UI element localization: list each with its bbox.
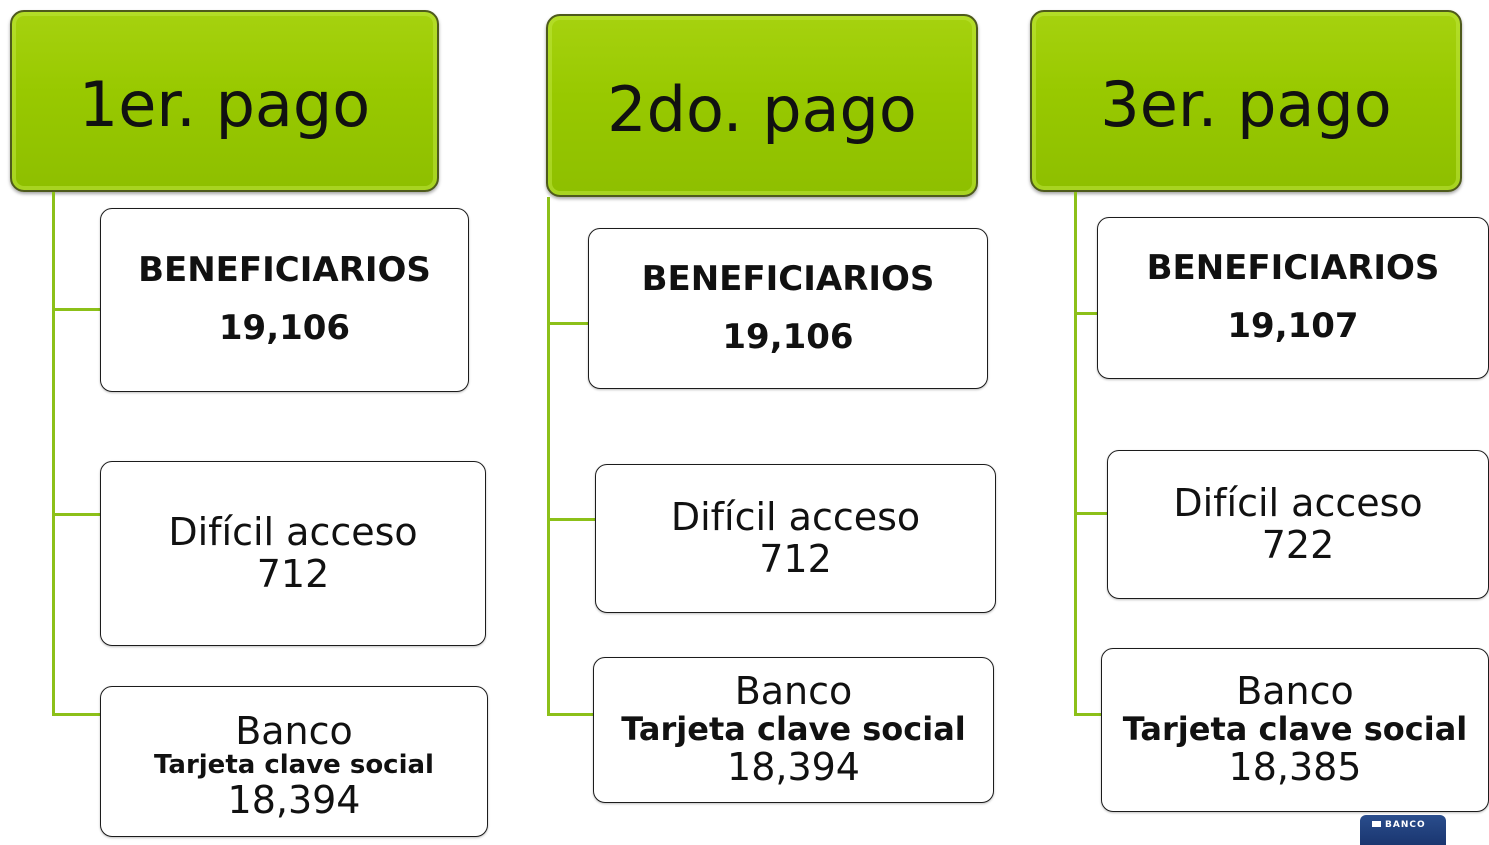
beneficiarios-label: BENEFICIARIOS (138, 250, 431, 291)
connector-branch (52, 713, 100, 716)
header-3er-pago: 3er. pago (1030, 10, 1462, 192)
tarjeta-clave-social-label: Tarjeta clave social (621, 709, 966, 748)
connector-branch (547, 713, 593, 716)
banco-value: 18,394 (227, 778, 361, 823)
header-2do-pago: 2do. pago (546, 14, 978, 197)
beneficiarios-box: BENEFICIARIOS 19,106 (588, 228, 988, 389)
dificil-acceso-label: Difícil acceso (670, 495, 921, 540)
dificil-acceso-box: Difícil acceso 712 (100, 461, 486, 646)
bank-logo: BANCO (1360, 815, 1446, 845)
banco-label: Banco (235, 708, 353, 753)
connector-vertical (547, 197, 550, 716)
dificil-acceso-value: 722 (1261, 522, 1335, 567)
banco-value: 18,394 (727, 745, 860, 790)
beneficiarios-label: BENEFICIARIOS (1146, 248, 1440, 289)
beneficiarios-value: 19,106 (218, 308, 351, 348)
connector-branch (1074, 512, 1108, 515)
tarjeta-clave-social-label: Tarjeta clave social (154, 749, 434, 780)
connector-branch (1074, 312, 1118, 315)
header-title: 1er. pago (78, 68, 371, 141)
beneficiarios-value: 19,107 (1227, 306, 1359, 346)
banco-box: Banco Tarjeta clave social 18,385 (1101, 648, 1489, 812)
connector-branch (52, 308, 100, 311)
dificil-acceso-label: Difícil acceso (1173, 481, 1423, 526)
connector-branch (547, 518, 595, 521)
beneficiarios-box: BENEFICIARIOS 19,107 (1097, 217, 1489, 379)
beneficiarios-value: 19,106 (722, 316, 854, 357)
dificil-acceso-value: 712 (759, 536, 832, 581)
dificil-acceso-value: 712 (256, 551, 330, 596)
beneficiarios-box: BENEFICIARIOS 19,106 (100, 208, 469, 392)
beneficiarios-label: BENEFICIARIOS (641, 258, 935, 299)
connector-vertical (52, 192, 55, 716)
dificil-acceso-label: Difícil acceso (168, 510, 418, 555)
header-1er-pago: 1er. pago (10, 10, 439, 192)
banco-value: 18,385 (1228, 745, 1362, 790)
connector-branch (1074, 713, 1104, 716)
tarjeta-clave-social-label: Tarjeta clave social (1122, 709, 1468, 748)
header-title: 2do. pago (607, 72, 917, 146)
connector-branch (547, 322, 588, 325)
logo-mark-icon (1372, 821, 1381, 827)
header-title: 3er. pago (1100, 68, 1392, 141)
connector-vertical (1074, 192, 1077, 716)
connector-branch (52, 513, 100, 516)
banco-box: Banco Tarjeta clave social 18,394 (593, 657, 994, 803)
banco-box: Banco Tarjeta clave social 18,394 (100, 686, 488, 837)
dificil-acceso-box: Difícil acceso 712 (595, 464, 996, 613)
banco-label: Banco (1236, 668, 1354, 713)
bank-logo-text: BANCO (1385, 820, 1426, 830)
dificil-acceso-box: Difícil acceso 722 (1107, 450, 1489, 599)
banco-label: Banco (734, 668, 853, 713)
